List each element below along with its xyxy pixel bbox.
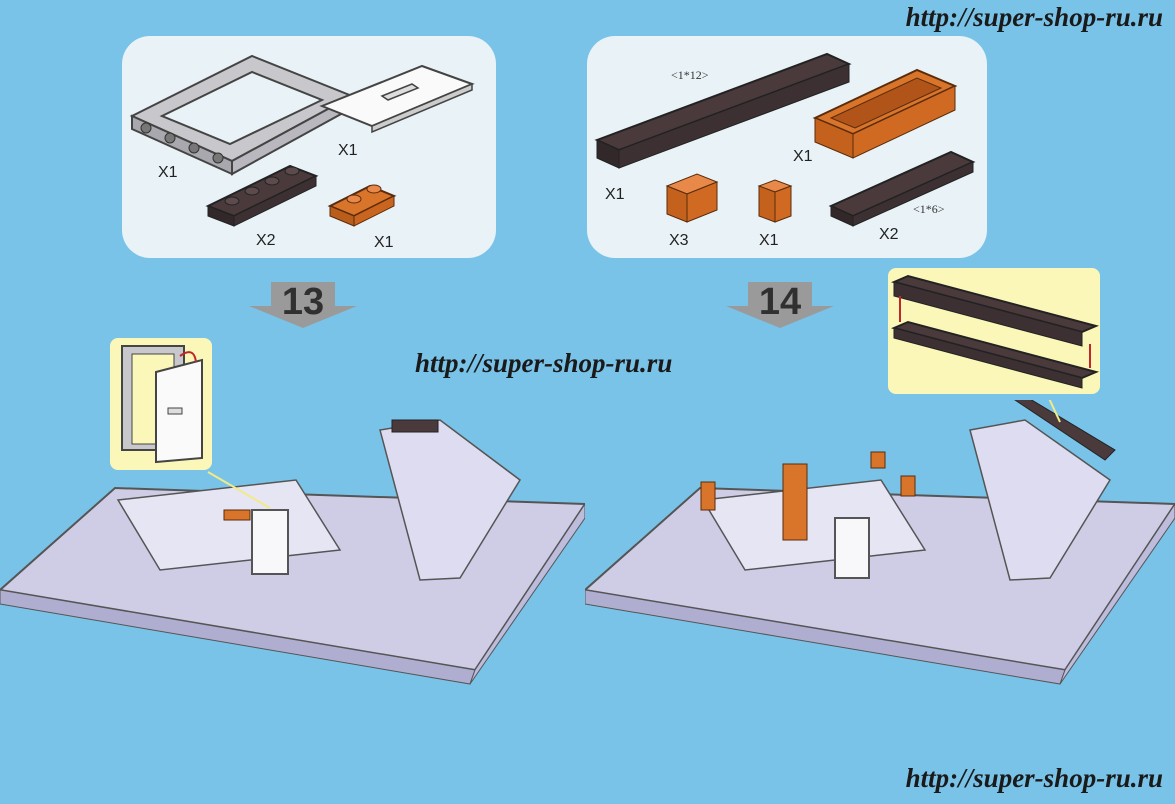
qty-plate-1x4: X2	[256, 232, 276, 249]
brick-1x2-orange-icon	[665, 173, 719, 223]
parts-panel-step-14: <1*12> X1 X1 X3 X1 <1*6> X2	[587, 36, 987, 258]
door-frame-icon	[129, 54, 355, 176]
plate-1x2-orange-icon	[327, 184, 397, 227]
qty-plate-1x6: X2	[879, 226, 899, 243]
step-arrow-13: 13	[249, 282, 357, 328]
qty-door-panel: X1	[338, 142, 358, 159]
building-walls-icon	[116, 419, 521, 581]
qty-brick-1x2: X3	[669, 232, 689, 249]
brick-1x1-orange-icon	[757, 179, 793, 223]
size-label-1x6: <1*6>	[913, 202, 945, 216]
callout-pointer-line	[207, 471, 271, 509]
model-scene-step-13	[0, 400, 587, 804]
callout-door-assembly	[110, 338, 212, 470]
step-number-13: 13	[281, 281, 325, 323]
plate-1x4-dark-brown-icon	[205, 164, 319, 227]
step-arrow-14: 14	[726, 282, 834, 328]
step-number-14: 14	[758, 281, 802, 323]
door-panel-icon	[319, 64, 475, 134]
qty-plate-1x2: X1	[374, 234, 394, 251]
model-scene-step-14	[582, 393, 1175, 804]
size-label-1x12: <1*12>	[671, 68, 709, 82]
qty-container: X1	[793, 148, 813, 165]
qty-plate-1x12: X1	[605, 186, 625, 203]
qty-door-frame: X1	[158, 164, 178, 181]
plate-stack-icon	[890, 274, 1100, 389]
door-assembly-icon	[121, 345, 203, 464]
plate-1x6-dark-brown-icon	[828, 150, 976, 227]
down-arrow-icon	[249, 282, 357, 328]
watermark-url-middle[interactable]: http://super-shop-ru.ru	[415, 348, 673, 378]
watermark-url-top[interactable]: http://super-shop-ru.ru	[905, 2, 1163, 32]
watermark-url-bottom[interactable]: http://super-shop-ru.ru	[905, 763, 1163, 793]
down-arrow-icon	[726, 282, 834, 328]
parts-illustration-14	[594, 52, 976, 227]
callout-plate-stacking	[888, 268, 1100, 394]
plate-1x12-dark-brown-icon	[594, 52, 852, 169]
parts-illustration-13	[129, 54, 475, 227]
building-walls-icon	[700, 395, 1116, 581]
container-orange-icon	[812, 68, 958, 159]
parts-panel-step-13: X1 X1 X2 X1	[122, 36, 496, 258]
qty-brick-1x1: X1	[759, 232, 779, 249]
